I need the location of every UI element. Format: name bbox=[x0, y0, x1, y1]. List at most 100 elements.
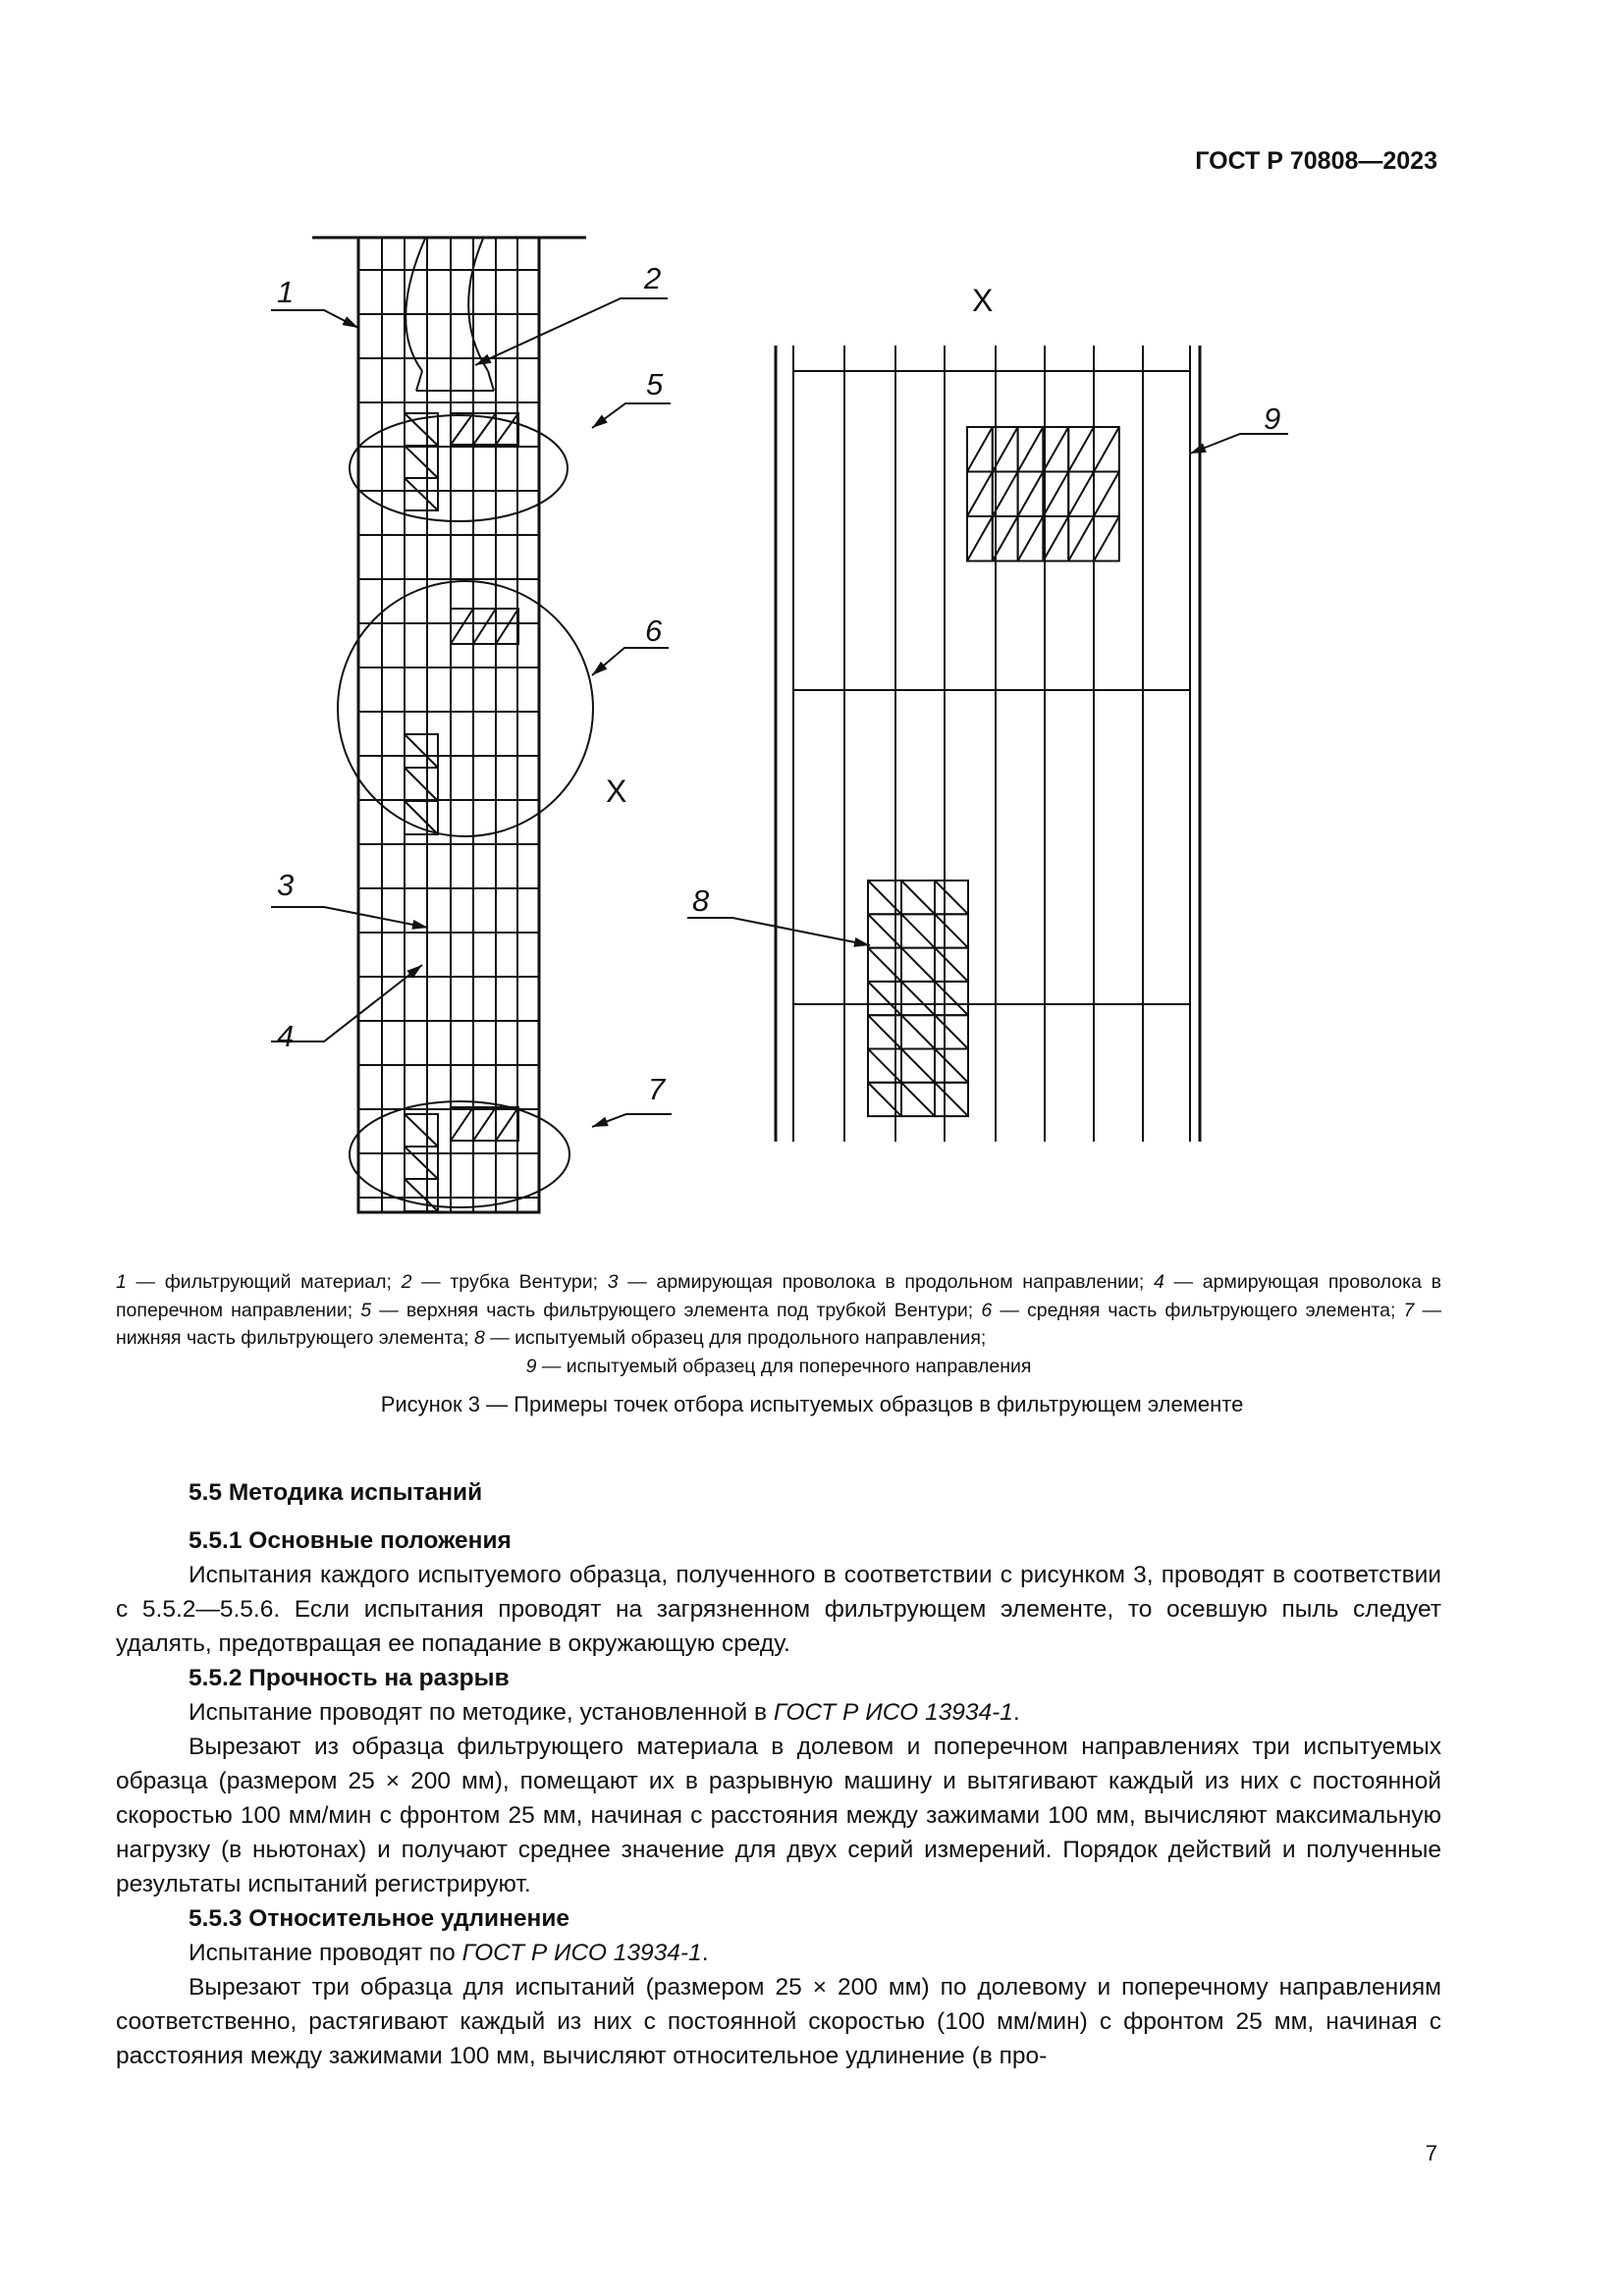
legend-item: 4 — армирующая проволока в поперечном на… bbox=[116, 1271, 1441, 1321]
sample-hatch bbox=[966, 471, 994, 517]
sample-cell bbox=[495, 412, 519, 446]
sample-hatch bbox=[1016, 515, 1045, 561]
sample-cell bbox=[404, 1178, 439, 1212]
sample-hatch bbox=[1042, 471, 1070, 517]
callout-label-8: 8 bbox=[692, 883, 710, 918]
view-marker-x-1: X bbox=[972, 283, 993, 318]
sample-hatch bbox=[900, 880, 936, 916]
sample-hatch bbox=[991, 471, 1019, 517]
sample-hatch bbox=[1042, 426, 1070, 472]
sample-hatch bbox=[472, 412, 497, 446]
standard-reference: ГОСТ Р ИСО 13934-1 bbox=[773, 1699, 1013, 1726]
legend-body: 1 — фильтрующий материал; 2 — трубка Вен… bbox=[116, 1271, 1441, 1380]
leader-5-arrowhead bbox=[592, 414, 608, 428]
legend-item: 9 — испытуемый образец для поперечного н… bbox=[525, 1355, 1032, 1377]
sample-hatch bbox=[404, 1146, 439, 1180]
sample-cell bbox=[404, 477, 439, 511]
sample-cell bbox=[495, 608, 519, 645]
leader-3 bbox=[271, 906, 429, 929]
venturi-tube-left-curve bbox=[405, 238, 426, 372]
leader-8 bbox=[687, 917, 871, 946]
sample-hatch bbox=[900, 1014, 936, 1050]
sample-hatch bbox=[404, 1113, 439, 1148]
sample-hatch bbox=[404, 477, 439, 511]
callout-label-4: 4 bbox=[277, 1019, 294, 1053]
sample-hatch bbox=[472, 608, 497, 645]
sample-hatch bbox=[900, 946, 936, 983]
leader-6-arrowhead bbox=[592, 661, 608, 675]
sample-hatch bbox=[991, 515, 1019, 561]
sample-hatch bbox=[404, 767, 439, 802]
leader-2 bbox=[474, 297, 668, 366]
filter-element-grid bbox=[356, 236, 541, 1214]
venturi-tube-left-base bbox=[415, 370, 423, 392]
sample-hatch bbox=[934, 1047, 969, 1084]
sample-hatch bbox=[404, 1178, 439, 1212]
callout-label-1: 1 bbox=[277, 275, 294, 309]
legend-item: 7 — нижняя часть фильтрующего элемента; bbox=[116, 1299, 1442, 1350]
legend-item: 8 — испытуемый образец для продольного н… bbox=[473, 1327, 987, 1349]
sample-hatch bbox=[495, 608, 519, 645]
sample-hatch bbox=[934, 981, 969, 1016]
callout-label-9: 9 bbox=[1264, 401, 1280, 436]
upper-region-ellipse bbox=[349, 414, 568, 522]
paragraph-5-5-3-method: Испытание проводят по ГОСТ Р ИСО 13934-1… bbox=[189, 1940, 709, 1966]
venturi-tube-right-base bbox=[487, 370, 495, 392]
sample-hatch bbox=[900, 1047, 936, 1084]
lower-region-ellipse bbox=[349, 1100, 570, 1208]
sample-hatch bbox=[1067, 471, 1095, 517]
sample-hatch bbox=[450, 608, 474, 645]
middle-region-circle bbox=[337, 580, 594, 837]
section-5-5-heading: 5.5 Методика испытаний bbox=[189, 1479, 483, 1506]
sample-hatch bbox=[1067, 426, 1095, 472]
sample-hatch bbox=[495, 412, 519, 446]
sample-hatch bbox=[1067, 515, 1095, 561]
leader-7-arrowhead bbox=[592, 1116, 609, 1127]
sample-hatch bbox=[1016, 426, 1045, 472]
sample-hatch bbox=[900, 1082, 936, 1117]
legend-item: 3 — армирующая проволока в продольном на… bbox=[607, 1271, 1154, 1293]
venturi-tube-right-curve bbox=[467, 238, 489, 372]
sample-hatch bbox=[404, 800, 439, 835]
leader-4-arrowhead bbox=[406, 965, 422, 979]
sample-hatch bbox=[1042, 515, 1070, 561]
sample-hatch bbox=[1093, 426, 1120, 472]
paragraph-5-5-2-method: Испытание проводят по методике, установл… bbox=[189, 1699, 1020, 1726]
leader-9 bbox=[1189, 433, 1288, 454]
sample-hatch bbox=[934, 946, 969, 983]
sample-hatch bbox=[1016, 471, 1045, 517]
section-5-5-1-heading: 5.5.1 Основные положения bbox=[189, 1527, 512, 1554]
callout-label-6: 6 bbox=[645, 614, 663, 648]
callout-leaders bbox=[271, 297, 1288, 1128]
sample-cells bbox=[404, 412, 1120, 1212]
sample-hatch bbox=[991, 426, 1019, 472]
page-number: 7 bbox=[1425, 2141, 1437, 2165]
leader-8-arrowhead bbox=[853, 936, 870, 947]
leader-1-arrowhead bbox=[342, 316, 358, 328]
paragraph-5-5-2-procedure: Вырезают из образца фильтрующего материа… bbox=[116, 1734, 1441, 1897]
figure-legend: 1 — фильтрующий материал; 2 — трубка Вен… bbox=[116, 1268, 1441, 1380]
view-marker-x-2: X bbox=[606, 774, 626, 809]
sample-cell bbox=[934, 1081, 969, 1118]
leader-5 bbox=[591, 402, 671, 429]
sample-hatch bbox=[404, 445, 439, 479]
sample-hatch bbox=[900, 981, 936, 1016]
legend-item: 2 — трубка Вентури; bbox=[401, 1271, 608, 1293]
sample-hatch bbox=[1093, 471, 1120, 517]
leader-4 bbox=[271, 964, 423, 1042]
sample-hatch bbox=[404, 412, 439, 447]
callout-label-5: 5 bbox=[646, 367, 664, 401]
legend-item: 5 — верхняя часть фильтрующего элемента … bbox=[360, 1299, 982, 1321]
figure-title: Рисунок 3 — Примеры точек отбора испытуе… bbox=[380, 1392, 1244, 1416]
filter-element-overlays bbox=[312, 236, 594, 1208]
sample-cell bbox=[404, 800, 439, 835]
callout-label-3: 3 bbox=[277, 868, 294, 902]
legend-item: 1 — фильтрующий материал; bbox=[116, 1271, 402, 1293]
leader-9-arrowhead bbox=[1190, 443, 1207, 454]
callout-label-7: 7 bbox=[648, 1072, 667, 1106]
leader-3-arrowhead bbox=[411, 919, 428, 930]
sample-hatch bbox=[966, 515, 994, 561]
sample-hatch bbox=[1093, 515, 1120, 561]
